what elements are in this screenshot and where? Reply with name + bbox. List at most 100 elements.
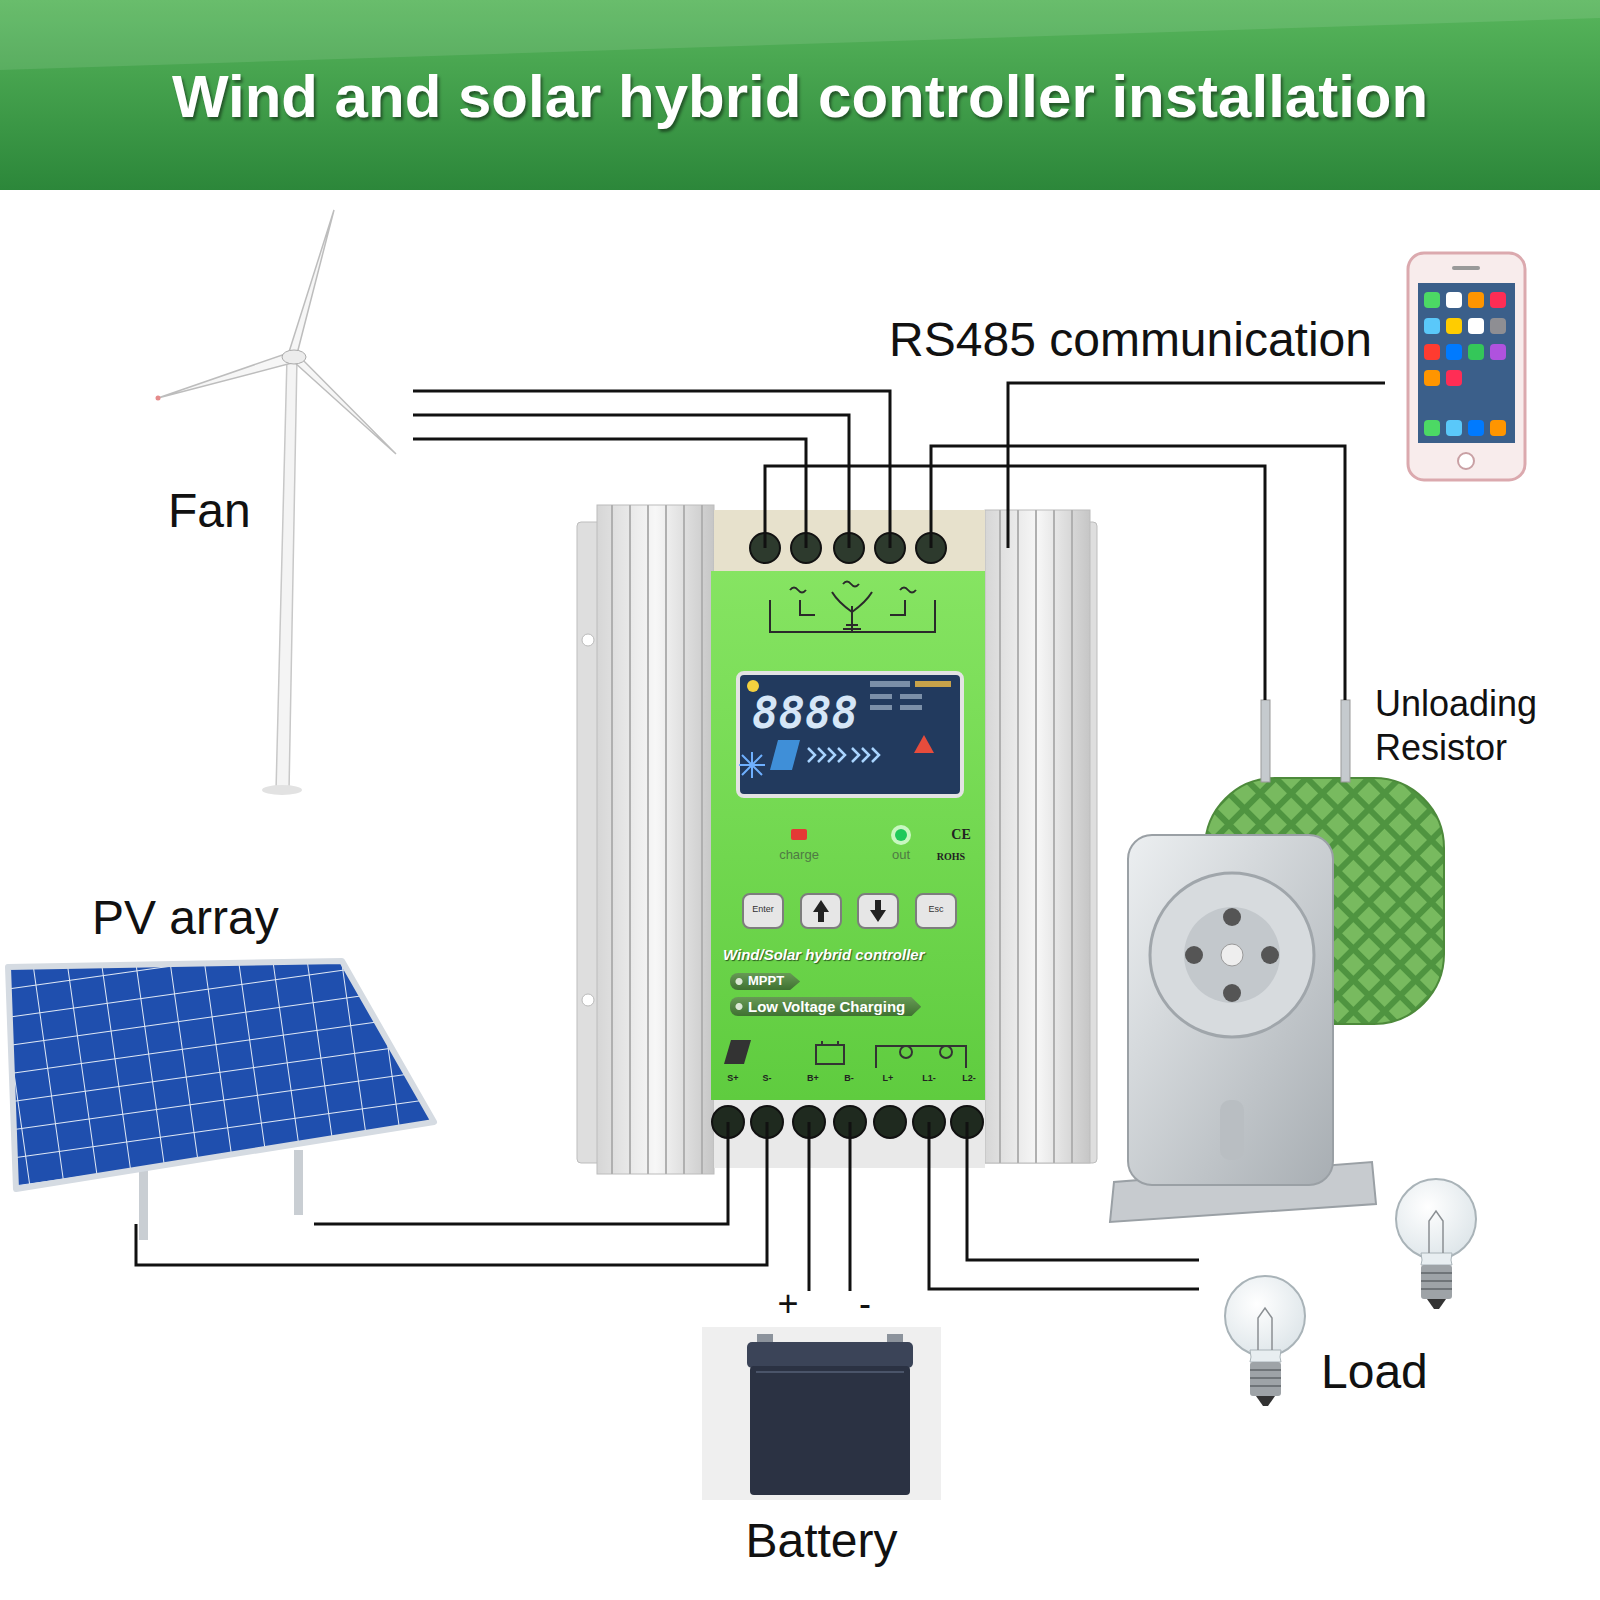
terminal-strip xyxy=(714,510,985,571)
wire xyxy=(314,1122,728,1224)
bulb-tip xyxy=(1427,1299,1446,1309)
button xyxy=(916,894,956,928)
wire xyxy=(849,1122,852,1291)
lcd-segment xyxy=(870,681,910,687)
app-icon xyxy=(1490,318,1506,334)
logo-plant xyxy=(832,592,872,632)
title-banner xyxy=(0,0,1600,190)
battery-highlight xyxy=(756,1371,904,1373)
tower-base xyxy=(262,785,302,795)
app-icon xyxy=(1424,370,1440,386)
mounting-hole xyxy=(582,634,594,646)
terminals-top xyxy=(750,533,946,563)
mounting-hole xyxy=(582,994,594,1006)
blade xyxy=(158,352,292,398)
blade xyxy=(294,356,396,454)
terminal xyxy=(916,533,946,563)
lcd-segment xyxy=(870,694,892,699)
panel-text: Wind/Solar hybrid controller xyxy=(723,946,925,963)
wire xyxy=(413,391,890,548)
app-icon xyxy=(1468,420,1484,436)
unloading-resistor: Unloading Resistor xyxy=(1107,700,1560,1224)
app-icon xyxy=(1490,344,1506,360)
panel-text: 8888 xyxy=(752,688,858,739)
wire xyxy=(967,1122,1199,1260)
tower xyxy=(276,357,297,791)
app-icon xyxy=(1424,318,1440,334)
wire xyxy=(931,446,1345,700)
light-bulb xyxy=(1396,1179,1476,1309)
banner-band xyxy=(0,0,1600,190)
logo-bracket xyxy=(770,600,935,632)
controller-housing xyxy=(577,505,1097,1174)
bracket-slot xyxy=(1220,1100,1244,1160)
light-bulb xyxy=(1225,1276,1305,1406)
wind-turbine xyxy=(156,210,397,795)
resistor-tab xyxy=(1261,700,1270,782)
panel-text: charge xyxy=(775,848,823,863)
panel-text: Esc xyxy=(918,904,954,914)
button xyxy=(801,894,841,928)
component-label: Unloading Resistor xyxy=(1375,682,1575,770)
diagram-title: Wind and solar hybrid controller install… xyxy=(172,62,1428,131)
battery-post xyxy=(887,1334,903,1344)
bulb-screw xyxy=(1421,1265,1452,1299)
panel-text: MPPT xyxy=(730,973,800,990)
blade-tip xyxy=(156,396,161,401)
lcd-solar-icon xyxy=(770,740,800,770)
terminal xyxy=(712,1106,744,1138)
wire xyxy=(136,1122,767,1265)
solar-terminal-icon xyxy=(724,1040,751,1064)
component-label: Battery xyxy=(745,1513,897,1568)
battery-terminal-icon xyxy=(822,1041,838,1045)
solar-panel xyxy=(8,961,434,1189)
resistor-bracket xyxy=(1128,835,1333,1185)
app-icon xyxy=(1468,318,1484,334)
lcd-segment xyxy=(870,705,892,710)
pv-array: PV array xyxy=(4,890,440,1224)
smartphone: RS485 communication xyxy=(1385,250,1530,482)
panel-leg xyxy=(139,1170,148,1240)
disc-hole xyxy=(1223,984,1241,1002)
front-panel xyxy=(711,571,985,1100)
panel-text: S+ xyxy=(721,1073,745,1083)
pv-array xyxy=(8,961,434,1240)
bulb-neck xyxy=(1250,1350,1281,1362)
panel-text: B+ xyxy=(801,1073,825,1083)
charge-led xyxy=(791,829,807,840)
button xyxy=(858,894,898,928)
panel-text: S- xyxy=(755,1073,779,1083)
panel-text: CE xyxy=(946,827,976,843)
nacelle xyxy=(282,350,306,364)
terminal-strip xyxy=(714,1100,985,1168)
lcd-arrows xyxy=(808,748,879,762)
wire-connector xyxy=(1008,383,1385,548)
disc-hole xyxy=(1223,908,1241,926)
heatsink-fins xyxy=(612,505,702,1174)
lcd-screen xyxy=(738,673,962,796)
wire-connector xyxy=(929,1122,1199,1289)
component-label: RS485 communication xyxy=(889,312,1372,367)
app-icon xyxy=(1468,344,1484,360)
app-icon xyxy=(1424,344,1440,360)
terminal-sign: + xyxy=(776,1283,800,1324)
hybrid-controller: 8888chargeoutCEROHSEnterEscWind/Solar hy… xyxy=(577,548,1097,1122)
button xyxy=(743,894,783,928)
wire xyxy=(765,466,1265,700)
lcd-segment xyxy=(915,681,951,687)
unloading-resistor xyxy=(1110,700,1444,1222)
banner-highlight xyxy=(0,0,1600,70)
app-icon xyxy=(1446,420,1462,436)
wire-connector xyxy=(809,1122,850,1291)
bulb-thread xyxy=(1421,1273,1452,1289)
battery-lid xyxy=(747,1342,913,1368)
logo-wave xyxy=(790,582,916,593)
terminal xyxy=(750,533,780,563)
panel-text: ROHS xyxy=(931,851,971,863)
app-icon xyxy=(1446,344,1462,360)
wind-turbine: Fan xyxy=(150,205,413,805)
lcd-fan-icon xyxy=(739,752,765,778)
terminals-bottom xyxy=(712,1106,983,1138)
app-icon xyxy=(1490,292,1506,308)
terminal xyxy=(791,533,821,563)
